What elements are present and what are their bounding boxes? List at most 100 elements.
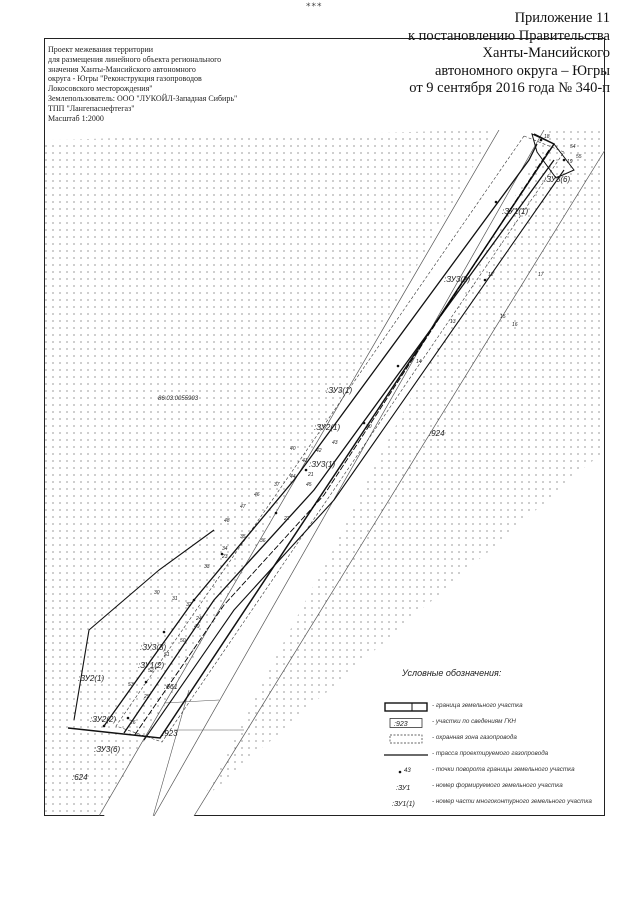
parcel-end-cap <box>531 133 575 179</box>
appendix-line-4: автономного округа – Югры <box>434 62 610 79</box>
quarter-boundary <box>163 699 220 704</box>
parcel-boundary <box>123 159 555 734</box>
legend-item-gkn: :923 - участки по сведениям ГКН <box>378 716 602 730</box>
appendix-line-5: от 9 сентября 2016 года № 340-п <box>409 80 610 96</box>
legend-title: Условные обозначения: <box>402 668 502 678</box>
zu-symbol: :ЗУ1 <box>396 785 410 792</box>
quarter-label-624: :624 <box>72 773 88 782</box>
parcel-label: :ЗУ1(2) <box>138 661 164 670</box>
point-number: 53 <box>128 682 134 688</box>
quarter-label-923: :923 <box>162 729 178 738</box>
point-number: 48 <box>224 518 230 524</box>
point-number: 18 <box>544 134 550 140</box>
point-number: 45 <box>306 482 312 488</box>
cadastral-number-label: 86:03:0055903 <box>158 396 199 402</box>
legend-item-zupart: :ЗУ1(1) - номер части многоконтурного зе… <box>378 796 602 810</box>
point-number: 47 <box>240 504 246 510</box>
point-number: 52 <box>148 668 154 674</box>
point-number: 32 <box>186 602 192 608</box>
point-number: 51 <box>164 652 170 658</box>
appendix-line-2: к постановлению Правительства <box>408 27 610 44</box>
point-symbol-label: 43 <box>404 768 411 774</box>
legend-text: - граница земельного участка <box>432 702 523 709</box>
info-line-7: ТПП "Лангепаснефтегаз" <box>48 103 135 113</box>
point-number: 30 <box>154 590 160 596</box>
zupart-symbol-label: :ЗУ1(1) <box>392 801 415 808</box>
point-number: 13 <box>450 319 456 325</box>
gkn-symbol: :923 <box>389 718 423 728</box>
legend-item-zu: :ЗУ1 - номер формируемого земельного уча… <box>378 780 602 794</box>
legend-item-border: - граница земельного участка <box>378 700 602 714</box>
parcel-label: :ЗУ3(3) <box>140 643 166 652</box>
point-symbol: 43 <box>398 768 411 774</box>
point-number: 35 <box>240 534 246 540</box>
point-number: 22 <box>283 516 290 522</box>
point-number: 19 <box>567 159 573 165</box>
parcel-boundary <box>103 143 538 727</box>
info-line-3: значения Ханты-Мансийского автономного <box>48 64 196 74</box>
point-number: 24 <box>195 616 202 622</box>
info-line-1: Проект межевания территории <box>48 45 154 54</box>
point-number: 16 <box>512 322 518 328</box>
point-number: 17 <box>538 272 544 278</box>
parcel-boundary <box>73 529 215 721</box>
point-number: 31 <box>172 596 178 602</box>
document-stamp: *** <box>306 2 323 12</box>
point-number: 42 <box>316 448 322 454</box>
legend-item-zone: - охранная зона газопровода <box>378 732 602 746</box>
point-number: 12 <box>488 272 494 278</box>
parcel-label: :ЗУ3(1) <box>309 460 335 469</box>
legend-item-point: 43 - точки поворота границы земельного у… <box>378 764 602 778</box>
info-line-5: Локосовского месторождения" <box>48 84 153 94</box>
point-number: 50 <box>180 638 186 644</box>
point-number: 36 <box>260 538 266 544</box>
point-number: 40 <box>290 446 296 452</box>
zu-symbol-label: :ЗУ1 <box>396 785 410 792</box>
quarter-boundary <box>153 130 545 816</box>
legend-text: - трасса проектируемого газопровода <box>432 750 549 757</box>
point-number: 54 <box>570 144 576 150</box>
legend-text: - охранная зона газопровода <box>432 734 517 741</box>
appendix-header: Приложение 11 к постановлению Правительс… <box>310 10 610 98</box>
parcel-label: :ЗУ3(1) <box>326 386 352 395</box>
gkn-symbol-label: :923 <box>394 721 408 728</box>
pipeline-route <box>133 149 550 737</box>
quarter-fill-left <box>44 130 504 816</box>
project-info-block: Проект межевания территории для размещен… <box>48 45 348 123</box>
parcel-label: :ЗУ3(6) <box>94 745 120 754</box>
parcel-label: :ЗУ3(2) <box>444 275 470 284</box>
info-line-8: Масштаб 1:2000 <box>48 113 104 123</box>
point-number: 21 <box>307 472 314 478</box>
border-symbol <box>384 702 428 712</box>
point-number: 33 <box>204 564 210 570</box>
parcel-label: :ЗУ2(1) <box>314 423 340 432</box>
cadastral-map: 86:03:0055903 :924 :923 :661 :624 :ЗУ1(1… <box>44 130 605 816</box>
point-number: 55 <box>576 154 582 160</box>
point-number: 26 <box>129 720 136 726</box>
point-number: 34 <box>222 546 228 552</box>
point-number: 41 <box>302 458 308 464</box>
point-number: 44 <box>290 474 296 480</box>
protection-zone <box>115 135 565 743</box>
legend-text: - номер части многоконтурного земельного… <box>432 798 592 805</box>
info-line-2: для размещения линейного объекта региона… <box>48 54 222 64</box>
parcel-boundary <box>143 169 565 741</box>
parcel-label: :ЗУ2(2) <box>90 715 116 724</box>
parcel-label: :ЗУ1(1) <box>502 207 528 216</box>
zone-symbol <box>389 734 423 744</box>
point-number: 15 <box>500 314 506 320</box>
point-number: 43 <box>332 440 338 446</box>
point-number: 23 <box>221 554 228 560</box>
legend: Условные обозначения: - граница земельно… <box>378 668 602 810</box>
point-number: 25 <box>143 694 150 700</box>
legend-text: - точки поворота границы земельного учас… <box>432 766 575 773</box>
info-line-4: округа - Югры "Реконструкция газопроводо… <box>48 74 202 84</box>
legend-item-route: - трасса проектируемого газопровода <box>378 748 602 762</box>
quarter-label-924: :924 <box>429 429 445 438</box>
parcel-label: :ЗУ2(1) <box>78 674 104 683</box>
point-number: 49 <box>194 624 200 630</box>
point-number: 37 <box>274 482 280 488</box>
zupart-symbol: :ЗУ1(1) <box>392 801 415 808</box>
quarter-label-661: :661 <box>164 684 178 691</box>
info-line-6: Землепользователь: ООО "ЛУКОЙЛ-Западная … <box>48 93 238 103</box>
